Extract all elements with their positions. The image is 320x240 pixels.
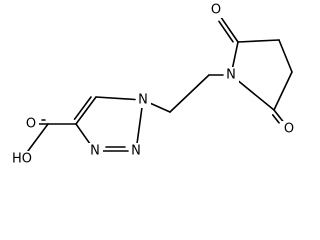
atom-O-imide-bottom: O [282,121,297,137]
atom-label-O-imide-bottom: O [284,122,294,137]
atom-O-imide-top: O [209,2,224,18]
bond-c4-c5-double-second [73,96,92,121]
bond-n-imide-c-top [231,41,239,68]
bond-c5-n1 [95,96,136,101]
atom-label-N3: N [90,144,100,159]
atom-N1: N [136,92,151,108]
chemical-structure: O HO N N N N O O [8,2,297,166]
bond-n1-n2 [136,107,143,144]
bond-c-bottom-n-imide [236,79,275,111]
bond-ch2-ch2-ring [278,39,293,73]
bond-c-bottom-o-double-second [271,114,280,124]
bond-c-top-o-double-main [219,15,239,43]
bond-ch2-ch2 [169,74,210,113]
atom-label-O-imide-top: O [211,3,221,18]
atom-N2: N [129,143,144,159]
bond-c4-c5-double-main [75,96,97,125]
atom-O-carbonyl-acid: O [24,116,39,132]
atom-N3: N [88,143,103,159]
bond-c-top-ch2 [237,39,280,43]
bond-set [27,15,293,152]
atom-label-O-hydroxyl: HO [12,152,32,167]
bond-c-bottom-o-double-main [273,109,285,124]
atom-O-hydroxyl: HO [8,151,37,166]
bond-n3-c4 [75,123,92,146]
atom-N-imide: N [224,67,239,83]
bond-n1-ch2 [149,102,171,113]
bond-c-top-o-double-second [218,20,234,43]
atom-label-N2: N [131,144,141,159]
bond-carboxyl-c-oh [27,123,49,152]
atom-label-N1: N [138,93,148,108]
atom-label-O-carbonyl-acid: O [26,117,36,132]
atom-label-N-imide: N [226,68,236,83]
bond-ch2-c-bottom [273,71,293,111]
